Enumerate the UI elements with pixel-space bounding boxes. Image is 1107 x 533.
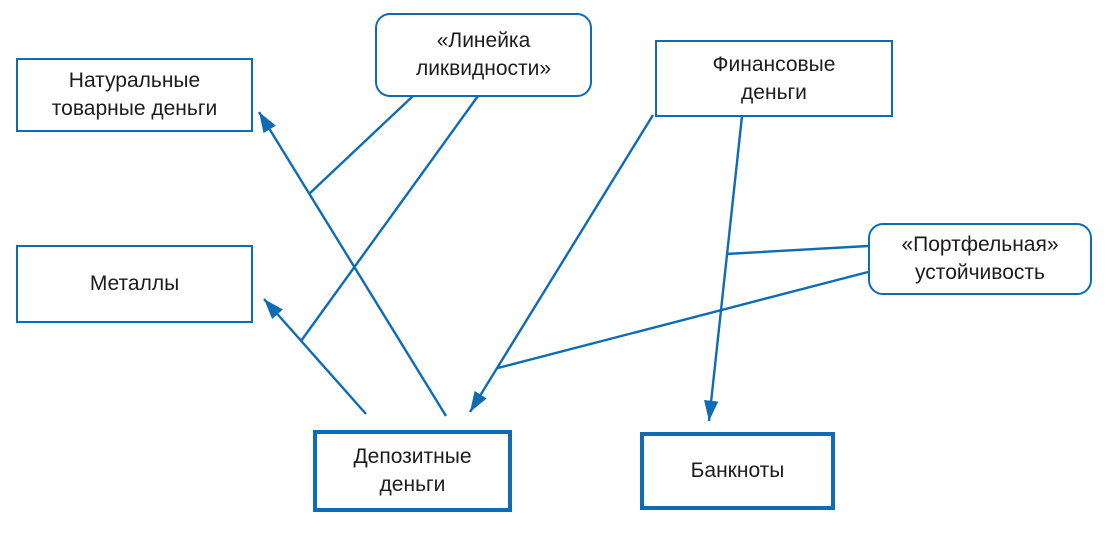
node-portfolio-stability-label: «Портфельная» устойчивость	[901, 233, 1059, 284]
node-deposit-money-label: Депозитные деньги	[353, 445, 472, 496]
edge-liquidity-right-connector	[300, 95, 479, 342]
node-metals-label: Металлы	[89, 272, 180, 296]
edge-deposit-to-natural-arrow	[257, 111, 448, 417]
edge-liquidity-left-connector	[308, 95, 414, 195]
node-financial-money-label: Финансовые деньги	[712, 52, 836, 104]
node-financial-money: Финансовые деньги	[655, 40, 893, 117]
node-portfolio-stability: «Портфельная» устойчивость	[868, 223, 1092, 295]
node-banknotes: Банкноты	[640, 432, 835, 510]
node-banknotes-label: Банкноты	[690, 459, 785, 483]
edge-portfolio-lower-connector	[497, 270, 869, 370]
node-liquidity-line-label: «Линейка ликвидности»	[415, 29, 552, 80]
edge-portfolio-upper-connector	[725, 244, 869, 256]
node-natural-commodity-money: Натуральные товарные деньги	[16, 58, 253, 132]
edge-financial-to-banknotes-arrow	[704, 115, 744, 422]
node-deposit-money: Депозитные деньги	[313, 430, 512, 512]
edge-deposit-to-metals-arrow	[263, 298, 367, 415]
node-natural-commodity-money-label: Натуральные товарные деньги	[51, 69, 218, 120]
node-liquidity-line: «Линейка ликвидности»	[375, 13, 592, 97]
node-metals: Металлы	[16, 245, 253, 323]
edge-financial-to-deposit-arrow	[468, 114, 655, 413]
